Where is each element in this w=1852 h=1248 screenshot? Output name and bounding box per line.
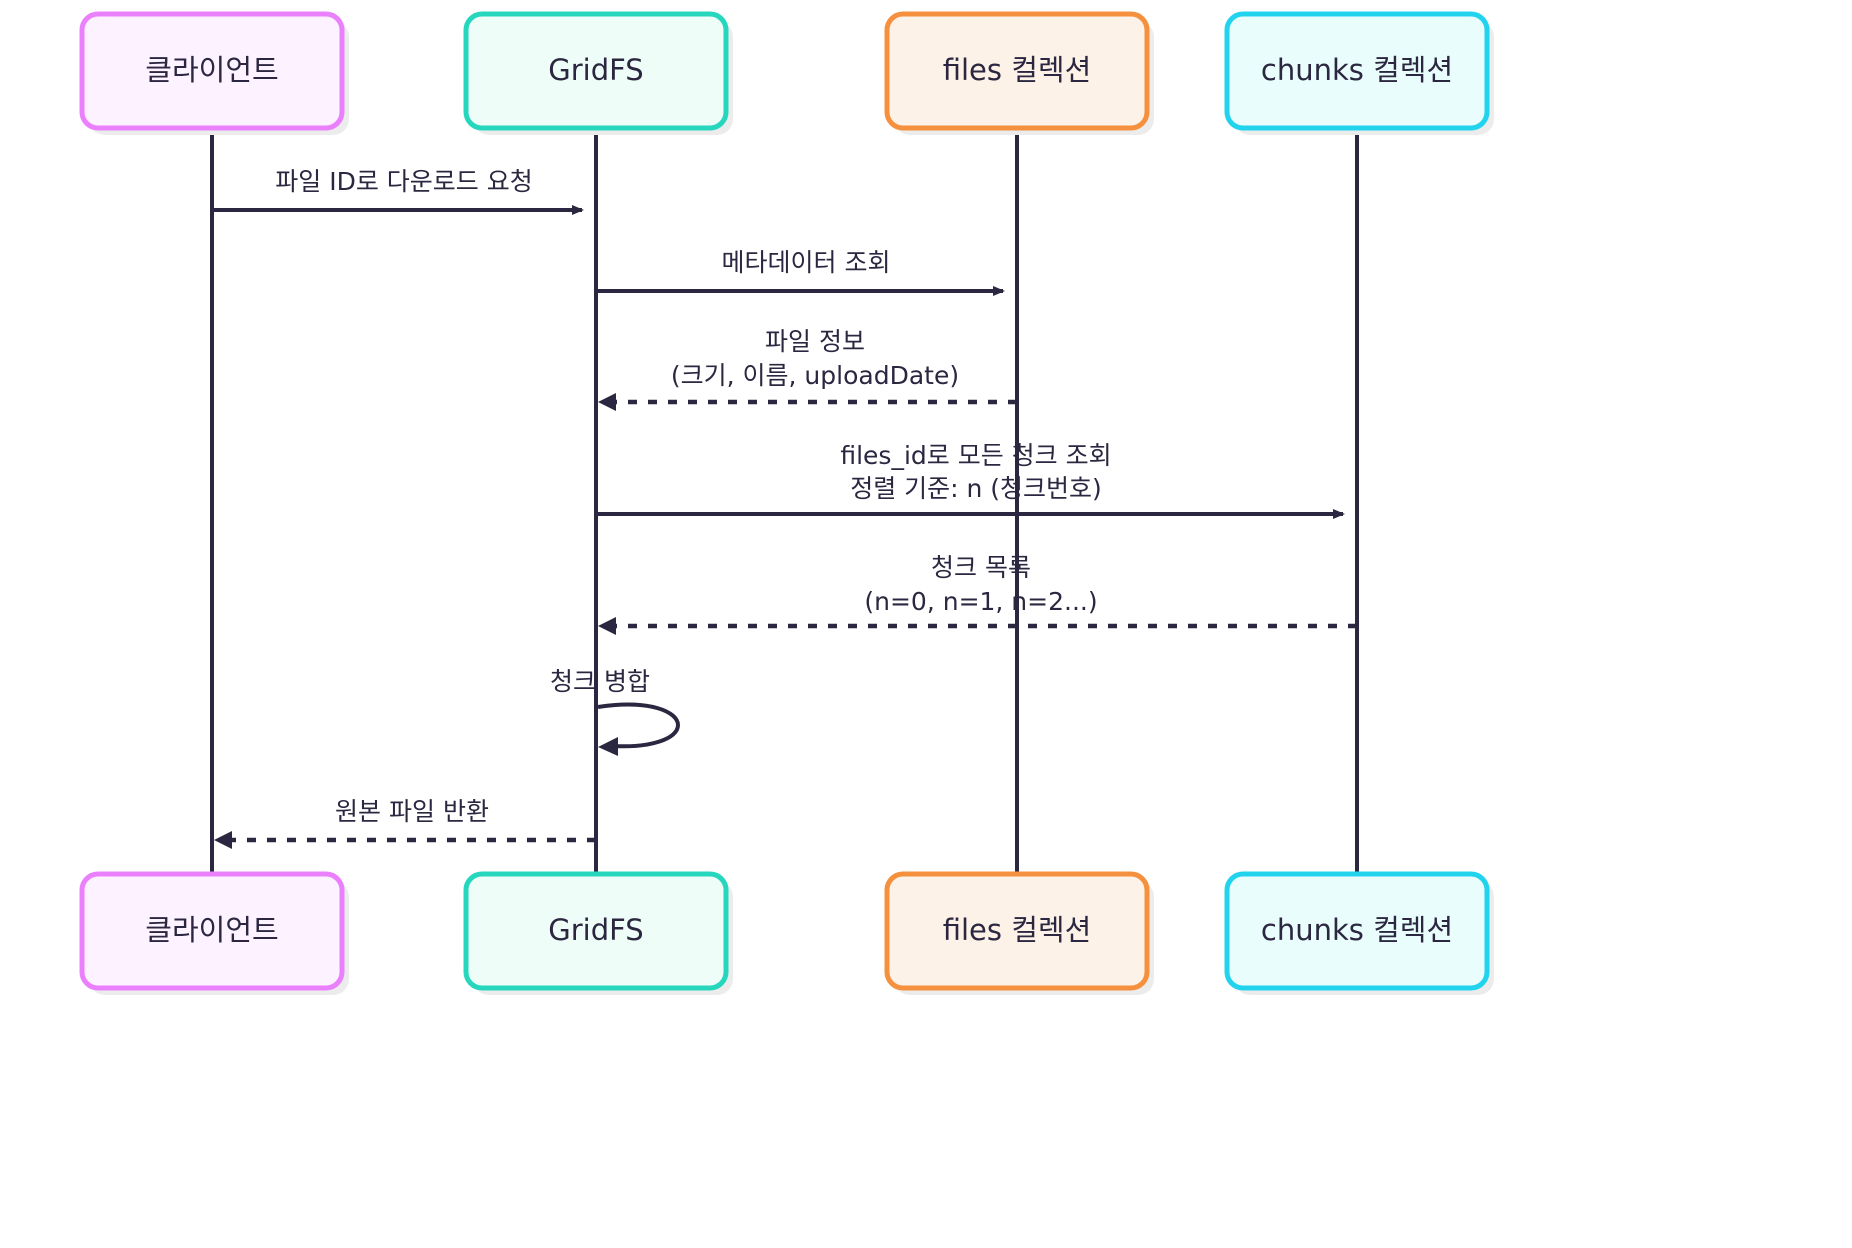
message-label-m2-line1: 메타데이터 조회 [722,248,891,277]
message-download-request[interactable]: 파일 ID로 다운로드 요청 [212,167,584,215]
participant-box-bottom-files[interactable]: files 컬렉션 [884,871,1154,995]
participant-label-files-top: files 컬렉션 [943,53,1092,87]
participant-rect-gridfs-top [463,11,729,131]
message-label-m3-line1: 파일 정보 [765,327,865,356]
arrowhead-m6 [598,737,618,756]
participant-box-top-files[interactable]: files 컬렉션 [884,11,1154,135]
participant-rect-files-bottom [884,871,1150,991]
participant-label-gridfs-bottom: GridFS [548,913,643,947]
participant-rect-files-top [884,11,1150,131]
message-label-m3-line2: (크기, 이름, uploadDate) [671,361,959,390]
participant-box-top-client[interactable]: 클라이언트 [79,11,349,135]
participant-rect-chunks-top [1224,11,1490,131]
participant-box-bottom-gridfs[interactable]: GridFS [463,871,733,995]
message-chunk-merge-selfloop[interactable]: 청크 병합 [550,667,681,756]
participant-rect-client-top [79,11,345,131]
message-chunk-query[interactable]: files_id로 모든 청크 조회 정렬 기준: n (청크번호) [596,441,1345,519]
message-label-m5-line1: 청크 목록 [931,553,1031,582]
arrowhead-m7 [214,831,232,849]
selfloop-path-m6 [597,702,681,749]
participant-rect-client-bottom [79,871,345,991]
message-label-m4-line2: 정렬 기준: n (청크번호) [850,474,1102,503]
participant-box-bottom-client[interactable]: 클라이언트 [79,871,349,995]
participant-box-bottom-chunks[interactable]: chunks 컬렉션 [1224,871,1494,995]
participant-box-top-chunks[interactable]: chunks 컬렉션 [1224,11,1494,135]
message-original-file-return[interactable]: 원본 파일 반환 [214,797,596,849]
participant-box-top-gridfs[interactable]: GridFS [463,11,733,135]
message-label-m7-line1: 원본 파일 반환 [335,797,489,826]
message-label-m5-line2: (n=0, n=1, n=2...) [864,587,1097,616]
participant-label-chunks-bottom: chunks 컬렉션 [1261,913,1453,947]
message-label-m4-line1: files_id로 모든 청크 조회 [840,441,1111,470]
lifelines-group [210,128,1359,876]
participant-label-files-bottom: files 컬렉션 [943,913,1092,947]
message-label-m6-line1: 청크 병합 [550,667,650,696]
arrowhead-m3 [598,393,616,411]
arrowhead-m5 [598,617,616,635]
participant-label-client-top: 클라이언트 [145,53,278,87]
participant-rect-chunks-bottom [1224,871,1490,991]
message-chunk-list-response[interactable]: 청크 목록 (n=0, n=1, n=2...) [598,553,1357,635]
participant-rect-gridfs-bottom [463,871,729,991]
participant-label-gridfs-top: GridFS [548,53,643,87]
participant-boxes-bottom: 클라이언트 GridFS files 컬렉션 chunks 컬렉션 [79,871,1494,995]
message-label-m1-line1: 파일 ID로 다운로드 요청 [275,167,532,196]
message-metadata-query[interactable]: 메타데이터 조회 [596,248,1005,296]
participant-label-chunks-top: chunks 컬렉션 [1261,53,1453,87]
participant-boxes-top: 클라이언트 GridFS files 컬렉션 chunks 컬렉션 [79,11,1494,135]
participant-label-client-bottom: 클라이언트 [145,913,278,947]
message-file-info-response[interactable]: 파일 정보 (크기, 이름, uploadDate) [598,327,1017,411]
messages-group: 파일 ID로 다운로드 요청 메타데이터 조회 파일 정보 (크기, 이름, u… [212,167,1357,849]
